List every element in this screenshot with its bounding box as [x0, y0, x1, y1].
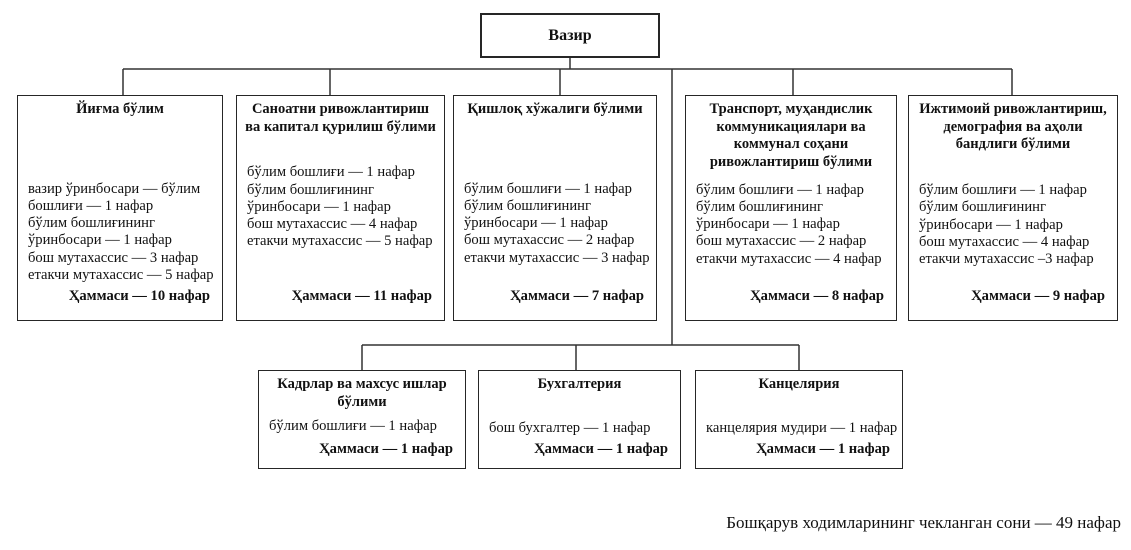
- staff-line: бош бухгалтер — 1 нафар: [489, 419, 651, 436]
- dept-staff-list: бўлим бошлиғи — 1 нафар: [259, 418, 465, 435]
- staff-line: етакчи мутахассис — 5 нафар: [247, 233, 433, 250]
- staff-line: етакчи мутахассис — 4 нафар: [696, 250, 882, 267]
- dept-title: Ижтимоий ривожлантириш, демография ва аҳ…: [919, 101, 1107, 153]
- dept-box-sanoat: Саноатни ривожлантириш ва капитал қурили…: [236, 95, 445, 321]
- staff-line: бўлим бошлиғининг ўринбосари — 1 нафар: [28, 215, 172, 249]
- dept-box-buxgalteriya: Бухгалтерия бош бухгалтер — 1 нафар Ҳамм…: [478, 370, 681, 469]
- dept-staff-list: бўлим бошлиғи — 1 нафар бўлим бошлиғинин…: [454, 181, 656, 267]
- dept-staff-list: бўлим бошлиғи — 1 нафар бўлим бошлиғинин…: [909, 182, 1117, 268]
- dept-staff-list: бош бухгалтер — 1 нафар: [479, 420, 680, 437]
- staff-line: етакчи мутахассис — 5 нафар: [28, 266, 214, 283]
- dept-title: Бухгалтерия: [537, 376, 622, 392]
- total-staff-note: Бошқарув ходимларининг чекланган сони — …: [726, 513, 1121, 532]
- staff-line: бўлим бошлиғининг ўринбосари — 1 нафар: [919, 199, 1063, 233]
- staff-line: бўлим бошлиғи — 1 нафар: [696, 181, 864, 198]
- dept-total: Ҳаммаси — 10 нафар: [68, 288, 210, 304]
- staff-line: вазир ўринбосари — бўлим бошлиғи — 1 наф…: [28, 180, 201, 214]
- dept-title: Йиғма бўлим: [76, 101, 164, 117]
- staff-line: бош мутахассис — 3 нафар: [28, 249, 199, 266]
- dept-box-kantselyariya: Канцелярия канцелярия мудири — 1 нафар Ҳ…: [695, 370, 903, 469]
- staff-line: бўлим бошлиғи — 1 нафар: [247, 164, 415, 181]
- dept-box-kadrlar: Кадрлар ва махсус ишлар бўлими бўлим бош…: [258, 370, 466, 469]
- dept-total: Ҳаммаси — 8 нафар: [750, 288, 884, 304]
- staff-line: бош мутахассис — 2 нафар: [464, 232, 635, 249]
- staff-line: етакчи мутахассис –3 нафар: [919, 250, 1094, 267]
- dept-staff-list: канцелярия мудири — 1 нафар: [696, 420, 902, 437]
- dept-box-ijtimoiy: Ижтимоий ривожлантириш, демография ва аҳ…: [908, 95, 1118, 321]
- staff-line: бўлим бошлиғининг ўринбосари — 1 нафар: [247, 181, 391, 215]
- staff-line: бош мутахассис — 2 нафар: [696, 233, 867, 250]
- root-box-vazir: Вазир: [480, 13, 660, 58]
- dept-title: Транспорт, муҳандислик коммуникациялари …: [709, 101, 873, 171]
- root-title: Вазир: [548, 26, 592, 44]
- dept-staff-list: бўлим бошлиғи — 1 нафар бўлим бошлиғинин…: [686, 182, 896, 268]
- dept-staff-list: вазир ўринбосари — бўлим бошлиғи — 1 наф…: [18, 181, 222, 284]
- dept-total: Ҳаммаси — 1 нафар: [756, 441, 890, 457]
- dept-title: Кадрлар ва махсус ишлар бўлими: [277, 376, 447, 410]
- dept-box-transport: Транспорт, муҳандислик коммуникациялари …: [685, 95, 897, 321]
- staff-line: бош мутахассис — 4 нафар: [247, 216, 418, 233]
- dept-box-yigma: Йиғма бўлим вазир ўринбосари — бўлим бош…: [17, 95, 223, 321]
- dept-total: Ҳаммаси — 1 нафар: [319, 441, 453, 457]
- dept-total: Ҳаммаси — 1 нафар: [534, 441, 668, 457]
- dept-total: Ҳаммаси — 11 нафар: [291, 288, 432, 304]
- dept-total: Ҳаммаси — 7 нафар: [510, 288, 644, 304]
- dept-staff-list: бўлим бошлиғи — 1 нафар бўлим бошлиғинин…: [237, 164, 444, 250]
- staff-line: канцелярия мудири — 1 нафар: [706, 419, 898, 436]
- dept-title: Канцелярия: [758, 376, 840, 392]
- dept-box-qishloq: Қишлоқ хўжалиги бўлими бўлим бошлиғи — 1…: [453, 95, 657, 321]
- staff-line: бош мутахассис — 4 нафар: [919, 233, 1090, 250]
- staff-line: бўлим бошлиғи — 1 нафар: [919, 182, 1087, 199]
- staff-line: бўлим бошлиғи — 1 нафар: [464, 180, 632, 197]
- dept-title: Қишлоқ хўжалиги бўлими: [467, 101, 643, 117]
- staff-line: бўлим бошлиғининг ўринбосари — 1 нафар: [696, 198, 840, 233]
- staff-line: бўлим бошлиғининг ўринбосари — 1 нафар: [464, 197, 608, 232]
- staff-line: бўлим бошлиғи — 1 нафар: [269, 418, 437, 435]
- staff-line: етакчи мутахассис — 3 нафар: [464, 249, 650, 266]
- dept-total: Ҳаммаси — 9 нафар: [971, 288, 1105, 304]
- dept-title: Саноатни ривожлантириш ва капитал қурили…: [245, 101, 436, 135]
